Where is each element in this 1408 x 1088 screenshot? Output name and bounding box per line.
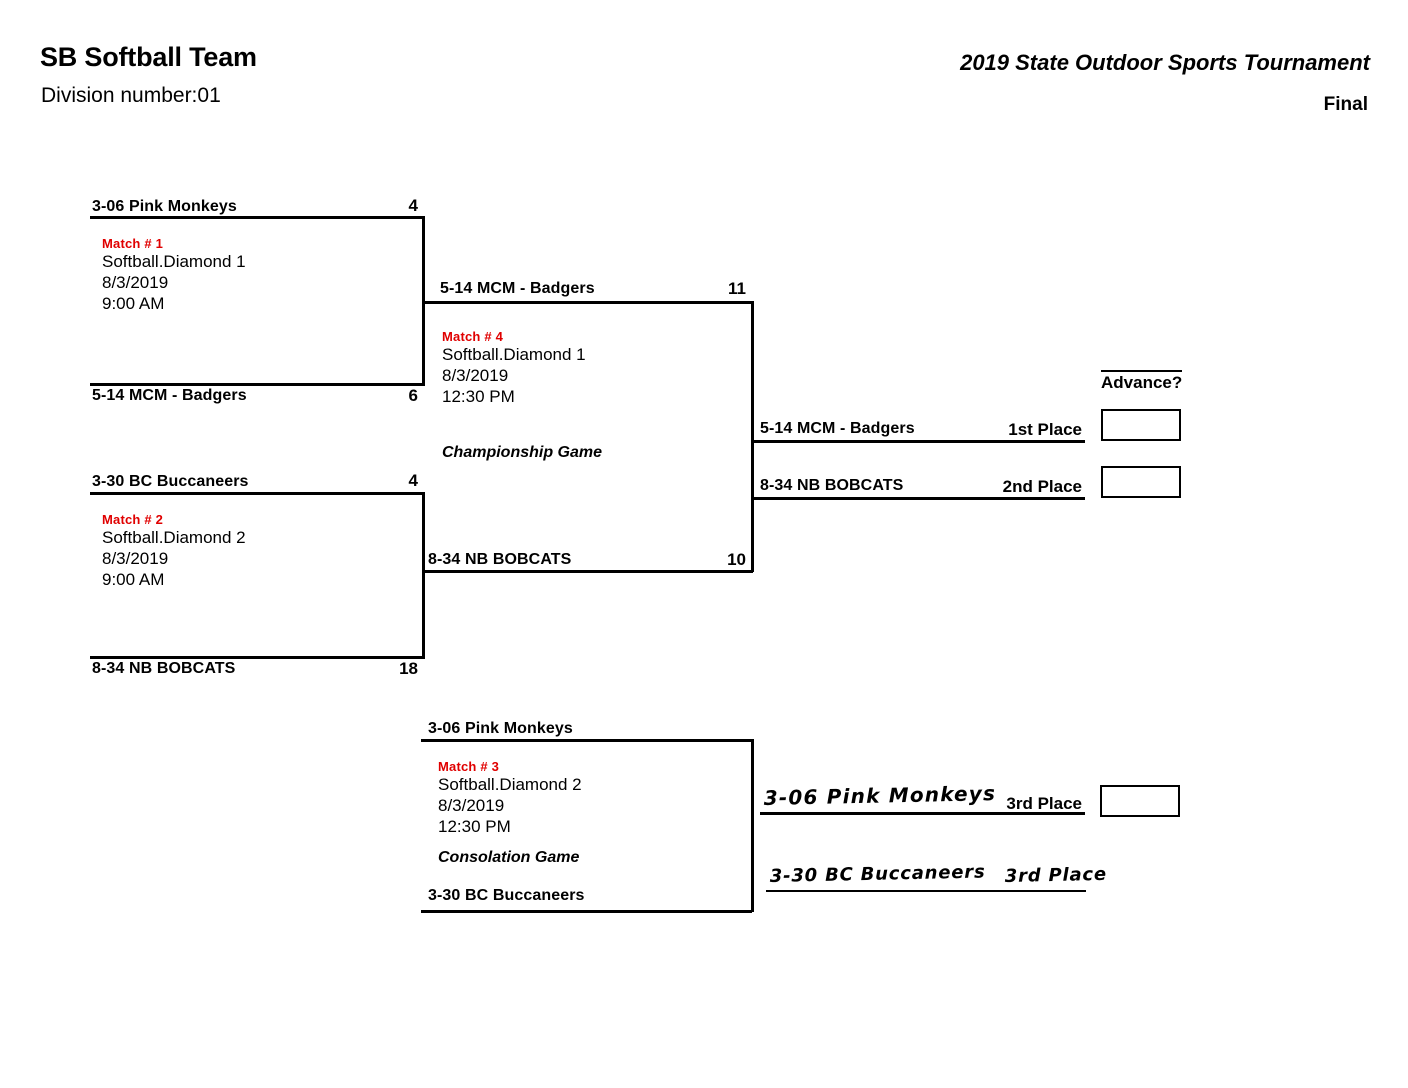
match-1-bottom-team: 5-14 MCM - Badgers	[92, 387, 247, 404]
match-4-date: 8/3/2019	[442, 366, 509, 385]
match-4-info: Match # 4 Softball.Diamond 1 8/3/2019 12…	[442, 330, 586, 409]
match-1-top-rule	[90, 216, 424, 219]
match-2-connector	[422, 492, 425, 659]
match-1-date: 8/3/2019	[102, 273, 169, 292]
match-1-location: Softball.Diamond 1	[102, 252, 246, 271]
first-place-advance-checkbox[interactable]	[1101, 409, 1181, 441]
match-3-game-label: Consolation Game	[438, 849, 580, 866]
tournament-title: 2019 State Outdoor Sports Tournament	[960, 50, 1370, 75]
match-3-bottom-team: 3-30 BC Buccaneers	[428, 887, 585, 904]
match-2-bottom-team: 8-34 NB BOBCATS	[92, 660, 236, 677]
match-3-bottom-rule	[421, 910, 752, 913]
advance-header: Advance?	[1101, 370, 1183, 393]
match-1-top-team: 3-06 Pink Monkeys	[92, 198, 237, 215]
match-4-bottom-rule	[422, 570, 753, 573]
match-4-number: Match # 4	[442, 329, 504, 344]
match-2-top-rule	[90, 492, 424, 495]
match-2-info: Match # 2 Softball.Diamond 2 8/3/2019 9:…	[102, 513, 246, 592]
match-2-location: Softball.Diamond 2	[102, 528, 246, 547]
match-2-time: 9:00 AM	[102, 570, 165, 589]
match-3-top-team: 3-06 Pink Monkeys	[428, 720, 573, 737]
match-2-number: Match # 2	[102, 512, 164, 527]
match-3-top-rule	[421, 739, 752, 742]
match-3-info: Match # 3 Softball.Diamond 2 8/3/2019 12…	[438, 760, 582, 839]
round-label: Final	[1323, 94, 1368, 115]
second-place-team: 8-34 NB BOBCATS	[760, 477, 904, 494]
page-title: SB Softball Team	[40, 42, 257, 72]
match-2-top-score: 4	[408, 471, 418, 490]
match-2-top-team: 3-30 BC Buccaneers	[92, 473, 249, 490]
first-place-team: 5-14 MCM - Badgers	[760, 420, 915, 437]
third-place-a-rule	[760, 812, 1085, 815]
match-1-bottom-rule	[90, 383, 424, 386]
second-place-advance-checkbox[interactable]	[1101, 466, 1181, 498]
match-4-top-team: 5-14 MCM - Badgers	[440, 280, 595, 297]
match-2-date: 8/3/2019	[102, 549, 169, 568]
match-4-game-label: Championship Game	[442, 444, 603, 461]
third-place-b-rule	[766, 890, 1086, 892]
third-place-a-label: 3rd Place	[1006, 794, 1082, 813]
third-place-b-label: 3rd Place	[1004, 863, 1108, 887]
match-1-number: Match # 1	[102, 236, 164, 251]
match-3-location: Softball.Diamond 2	[438, 775, 582, 794]
second-place-label: 2nd Place	[1002, 477, 1082, 496]
match-4-location: Softball.Diamond 1	[442, 345, 586, 364]
third-place-b-team: 3-30 BC Buccaneers	[769, 861, 986, 887]
match-4-time: 12:30 PM	[442, 387, 515, 406]
match-1-bottom-score: 6	[408, 386, 418, 405]
match-3-number: Match # 3	[438, 759, 500, 774]
match-3-connector	[751, 739, 754, 912]
division-label: Division number:01	[41, 84, 221, 107]
match-1-time: 9:00 AM	[102, 294, 165, 313]
match-4-bottom-score: 10	[727, 550, 746, 569]
match-4-top-score: 11	[728, 279, 746, 298]
match-4-bottom-team: 8-34 NB BOBCATS	[428, 551, 572, 568]
first-place-label: 1st Place	[1008, 420, 1082, 439]
match-1-top-score: 4	[408, 196, 418, 215]
match-2-bottom-rule	[90, 656, 424, 659]
third-place-a-advance-checkbox[interactable]	[1100, 785, 1180, 817]
first-place-rule	[753, 440, 1085, 443]
match-2-bottom-score: 18	[399, 659, 418, 678]
match-1-info: Match # 1 Softball.Diamond 1 8/3/2019 9:…	[102, 237, 246, 316]
match-3-time: 12:30 PM	[438, 817, 511, 836]
match-4-connector	[751, 301, 754, 572]
second-place-rule	[753, 497, 1085, 500]
match-3-date: 8/3/2019	[438, 796, 505, 815]
match-4-top-rule	[422, 301, 753, 304]
